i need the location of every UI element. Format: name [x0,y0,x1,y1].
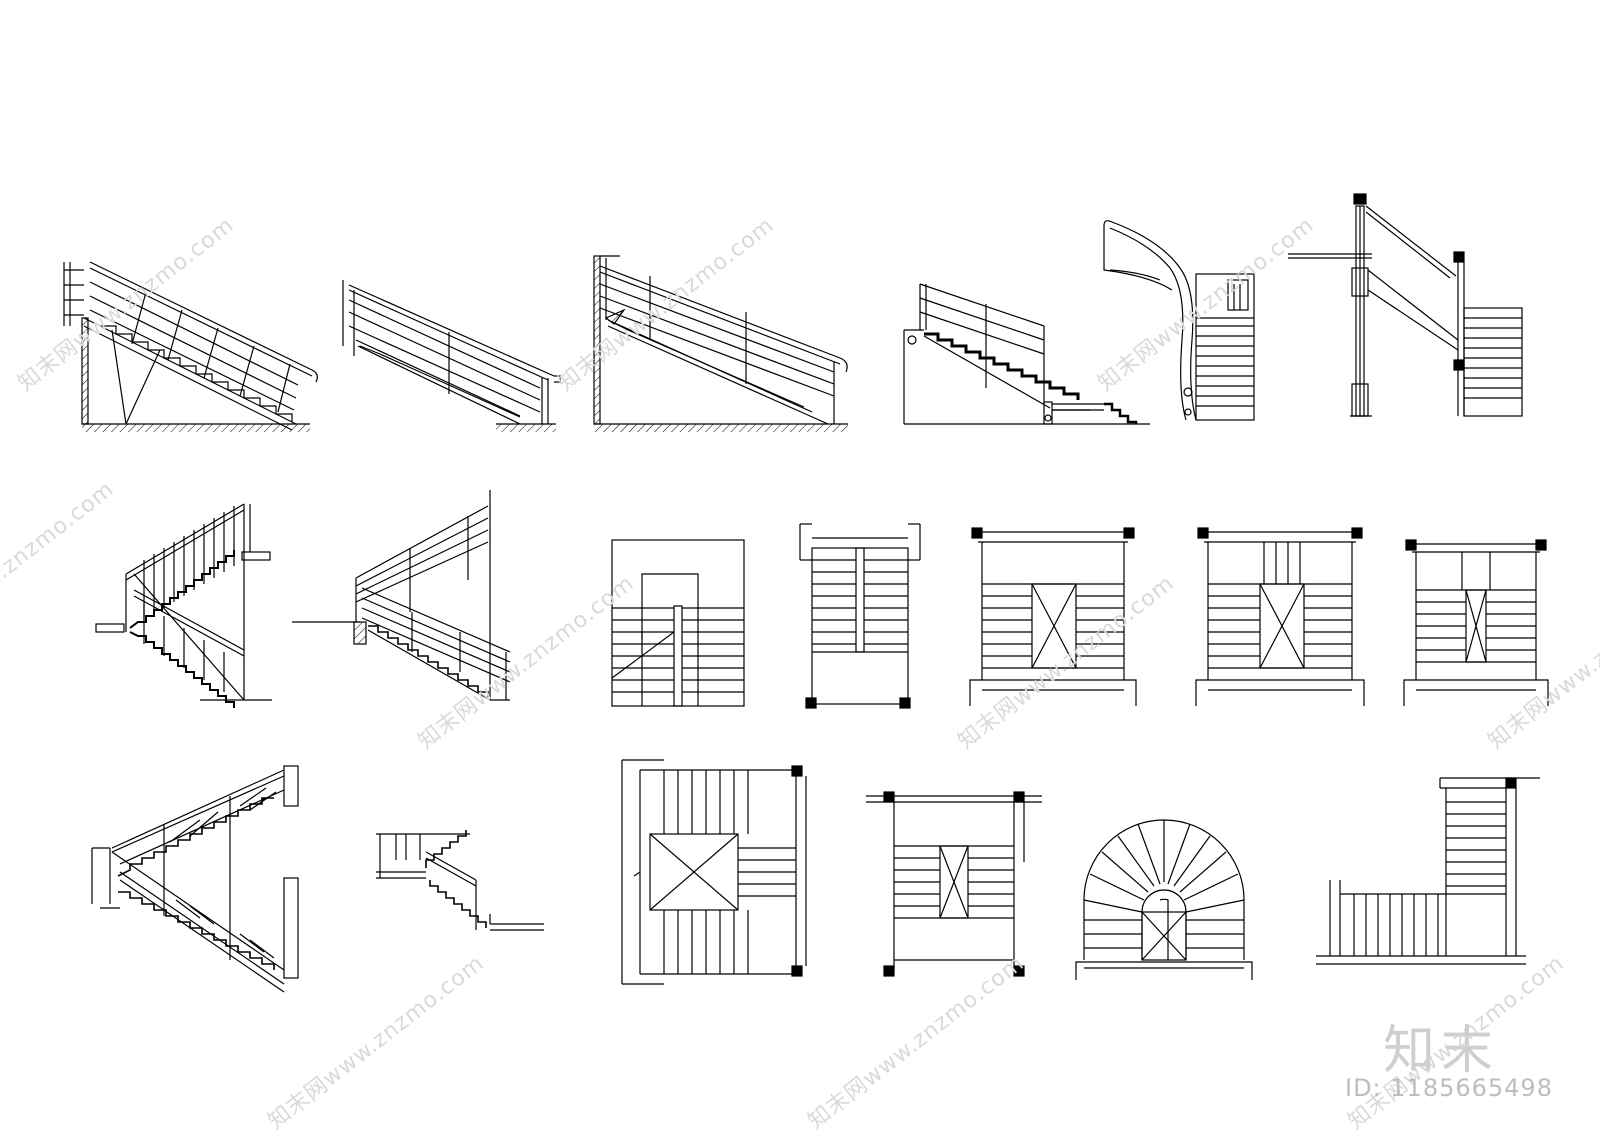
stair-partial-section [376,830,544,931]
four-run-stair-plan [621,759,807,985]
stair-plan-three-run-3 [1403,539,1549,706]
l-shaped-stair-plan [1316,777,1540,965]
dogleg-stair-section-1 [95,503,272,708]
brand-logo: 知末 [1383,1021,1500,1081]
stair-plan-single [611,539,745,707]
straight-stair-elevation-2 [342,280,561,432]
three-run-stair-plan [866,791,1042,977]
dogleg-stair-glass-balustrade [91,765,299,993]
stair-section-with-column [1288,193,1523,417]
straight-stair-elevation-1 [63,261,318,432]
stair-plan-narrow [799,523,921,709]
stair-plan-three-run-1 [969,527,1137,706]
straight-stair-elevation-3 [593,255,848,432]
curved-stair-elevation [1103,220,1255,421]
asset-id-label: ID: 1185665498 [1345,1074,1553,1102]
dogleg-stair-section-2 [292,490,511,701]
stair-elevation-with-landing [903,283,1150,425]
stair-plan-three-run-2 [1195,527,1365,706]
semicircular-stair-plan [1075,819,1253,980]
